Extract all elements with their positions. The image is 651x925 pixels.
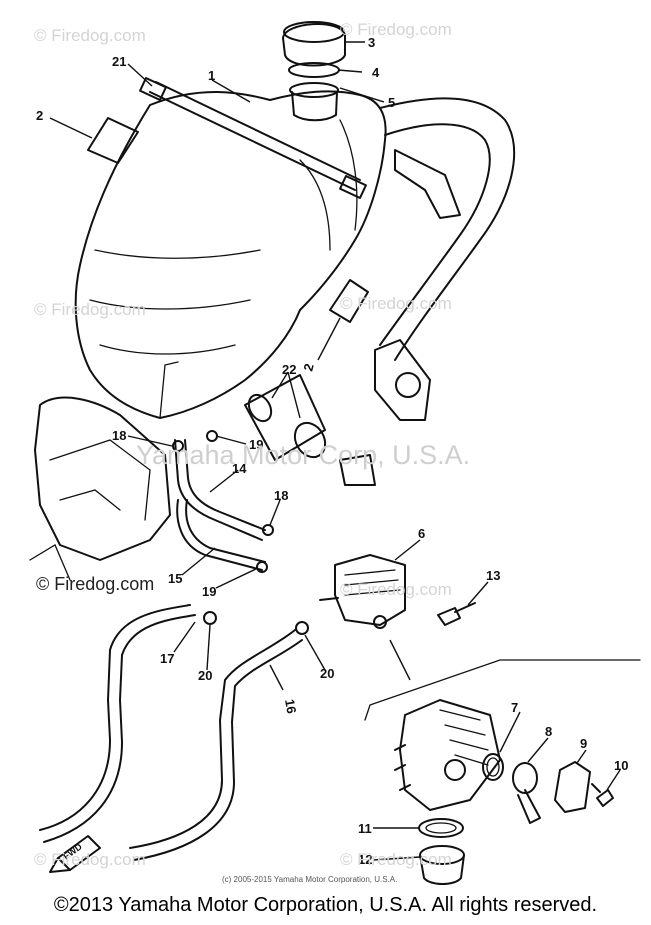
callout-12: 12 — [358, 852, 372, 867]
callout-13: 13 — [486, 568, 500, 583]
callout-2: 2 — [36, 108, 43, 123]
frame-tube — [379, 97, 516, 361]
callout-18b: 18 — [274, 488, 288, 503]
callout-19b: 19 — [202, 584, 216, 599]
fuel-tank — [74, 90, 387, 419]
fuel-cock — [319, 554, 406, 629]
engine-cover — [29, 396, 171, 581]
fwd-arrow — [49, 835, 101, 873]
bolt-13 — [437, 602, 476, 626]
tank-strap — [139, 77, 367, 199]
watermark-mr: © Firedog.com — [340, 294, 452, 313]
callout-9: 9 — [580, 736, 587, 751]
lever-8 — [512, 762, 541, 824]
drain-hose-17 — [39, 604, 196, 843]
watermark-yamaha: Yamaha Motor Corp, U.S.A. — [136, 440, 471, 470]
leader-lines — [49, 41, 621, 861]
watermark-lower-left: © Firedog.com — [36, 574, 155, 594]
frame-bracket — [339, 339, 431, 486]
watermark-lower-right: © Firedog.com — [340, 580, 452, 599]
drain-hose-16 — [129, 629, 303, 861]
callout-3: 3 — [368, 35, 375, 50]
callout-17: 17 — [160, 651, 174, 666]
callout-15: 15 — [168, 571, 182, 586]
callout-4: 4 — [372, 65, 380, 80]
callout-18: 18 — [112, 428, 126, 443]
watermark-tr: © Firedog.com — [340, 20, 452, 39]
filter-cup-12 — [419, 845, 465, 885]
callout-10: 10 — [614, 758, 628, 773]
callout-16: 16 — [282, 698, 299, 715]
watermark-bl: © Firedog.com — [34, 850, 146, 869]
callout-20b: 20 — [320, 666, 334, 681]
watermark-tl: © Firedog.com — [34, 26, 146, 45]
callout-6: 6 — [418, 526, 425, 541]
callout-7: 7 — [511, 700, 518, 715]
callout-20: 20 — [198, 668, 212, 683]
callout-14: 14 — [232, 461, 247, 476]
callout-labels: 1 2 2 3 4 5 6 7 8 9 10 11 12 13 14 15 16… — [36, 35, 628, 867]
callout-1: 1 — [208, 68, 215, 83]
damper-tubes — [244, 374, 327, 461]
callout-21: 21 — [112, 54, 126, 69]
footer-copyright: ©2013 Yamaha Motor Corporation, U.S.A. A… — [53, 894, 598, 916]
watermark-br: © Firedog.com — [340, 850, 452, 869]
small-copyright: (c) 2005-2015 Yamaha Motor Corporation, … — [222, 875, 398, 884]
fuel-hoses — [174, 439, 266, 571]
callout-19: 19 — [249, 437, 263, 452]
callout-22: 22 — [282, 362, 296, 377]
tank-pads — [87, 117, 369, 323]
callout-8: 8 — [545, 724, 552, 739]
tank-cap — [282, 21, 346, 122]
plate-9 — [554, 761, 591, 813]
callout-11: 11 — [358, 821, 372, 836]
fuel-cock-exploded — [364, 659, 641, 811]
gasket-7 — [482, 753, 504, 781]
watermark-ml: © Firedog.com — [34, 300, 146, 319]
callout-2b: 2 — [300, 362, 316, 373]
callout-5: 5 — [388, 95, 395, 110]
screw-10 — [591, 783, 614, 807]
